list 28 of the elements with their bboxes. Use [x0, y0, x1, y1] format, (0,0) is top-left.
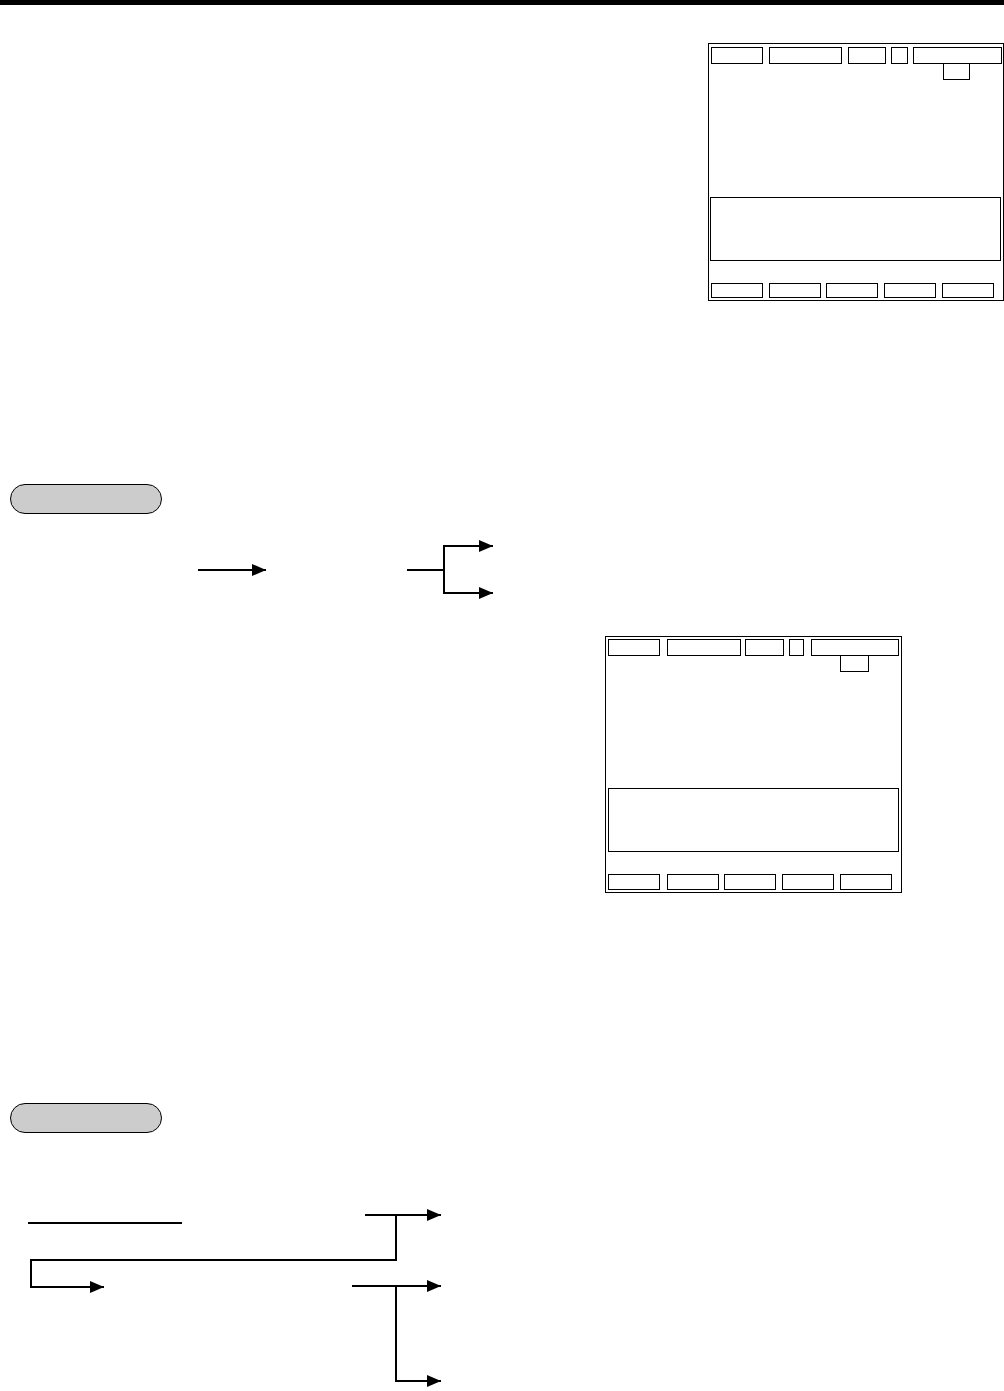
- screen-field: [782, 874, 834, 890]
- screen-field: [840, 655, 869, 672]
- screen-field: [711, 47, 763, 64]
- screen-field: [608, 874, 660, 890]
- screen-field: [811, 639, 899, 656]
- screen-field: [891, 47, 908, 64]
- screen-field: [848, 47, 886, 64]
- screen-field: [710, 197, 1001, 261]
- screen-field: [745, 639, 784, 656]
- screen-field: [840, 874, 892, 890]
- screen-frame: [605, 636, 902, 893]
- pill-label: [10, 1103, 162, 1133]
- screen-field: [826, 283, 878, 298]
- screen-field: [667, 639, 741, 656]
- screen-field: [769, 47, 842, 64]
- screen-field: [884, 283, 936, 298]
- screen-field: [769, 283, 821, 298]
- screen-field: [724, 874, 776, 890]
- screen-frame: [708, 43, 1004, 301]
- screen-field: [943, 63, 970, 80]
- screen-field: [942, 283, 994, 298]
- screen-field: [913, 47, 1002, 64]
- screen-field: [667, 874, 719, 890]
- screen-field: [608, 788, 899, 852]
- screen-field: [608, 639, 660, 656]
- screen-field: [711, 283, 763, 298]
- pill-label: [10, 484, 162, 514]
- screen-field: [789, 639, 804, 656]
